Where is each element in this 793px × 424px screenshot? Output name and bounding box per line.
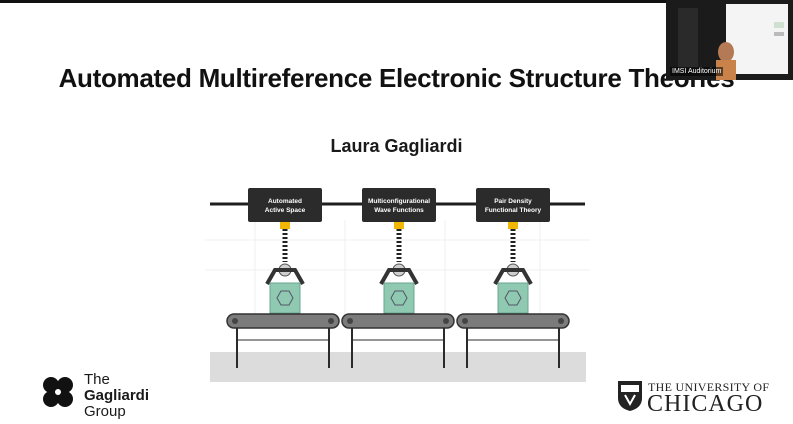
conveyor-belts bbox=[226, 313, 570, 329]
gripper-claw bbox=[379, 268, 419, 285]
presenter-video-image bbox=[666, 0, 793, 80]
slide-author: Laura Gagliardi bbox=[330, 136, 463, 156]
gripper-claw bbox=[265, 268, 305, 285]
station-2-label-line1: Multiconfigurational bbox=[368, 198, 430, 205]
group-logo-line2: Gagliardi bbox=[84, 387, 150, 404]
station-label-box bbox=[248, 188, 322, 222]
group-logo-line1: The bbox=[84, 371, 110, 388]
molecule-box bbox=[497, 282, 529, 314]
group-logo-line3: Group bbox=[84, 403, 126, 420]
molecule-box bbox=[269, 282, 301, 314]
uchicago-crest-icon bbox=[618, 381, 642, 411]
station-3-label-line1: Pair Density bbox=[494, 198, 532, 205]
gagliardi-clover-icon bbox=[43, 377, 73, 407]
slide-title: Automated Multireference Electronic Stru… bbox=[58, 63, 735, 93]
uchicago-logo-line1: THE UNIVERSITY OF bbox=[648, 380, 770, 394]
station-label-box bbox=[362, 188, 436, 222]
group-logo-text: The Gagliardi Group bbox=[84, 372, 149, 420]
station-1-label-line1: Automated bbox=[268, 198, 302, 205]
station-label-box bbox=[476, 188, 550, 222]
station-3 bbox=[476, 188, 550, 314]
conveyor-legs bbox=[236, 328, 560, 368]
station-2 bbox=[362, 188, 436, 314]
arm-joint bbox=[394, 222, 404, 229]
station-1 bbox=[248, 188, 322, 314]
window-top-bar bbox=[0, 0, 793, 3]
arm-joint bbox=[508, 222, 518, 229]
arm-joint bbox=[280, 222, 290, 229]
station-2-label-line2: Wave Functions bbox=[374, 207, 424, 214]
uchicago-logo-line2: CHICAGO bbox=[647, 391, 764, 417]
presenter-video-feed[interactable] bbox=[666, 0, 793, 80]
station-3-label-line2: Functional Theory bbox=[485, 207, 542, 214]
conveyor-illustration: Automated Active Space Multiconfiguratio… bbox=[205, 188, 590, 382]
molecule-box bbox=[383, 282, 415, 314]
video-feed-label: IMSI Auditorium bbox=[670, 67, 724, 76]
floor bbox=[210, 352, 586, 382]
gripper-claw bbox=[493, 268, 533, 285]
station-1-label-line2: Active Space bbox=[265, 207, 306, 214]
